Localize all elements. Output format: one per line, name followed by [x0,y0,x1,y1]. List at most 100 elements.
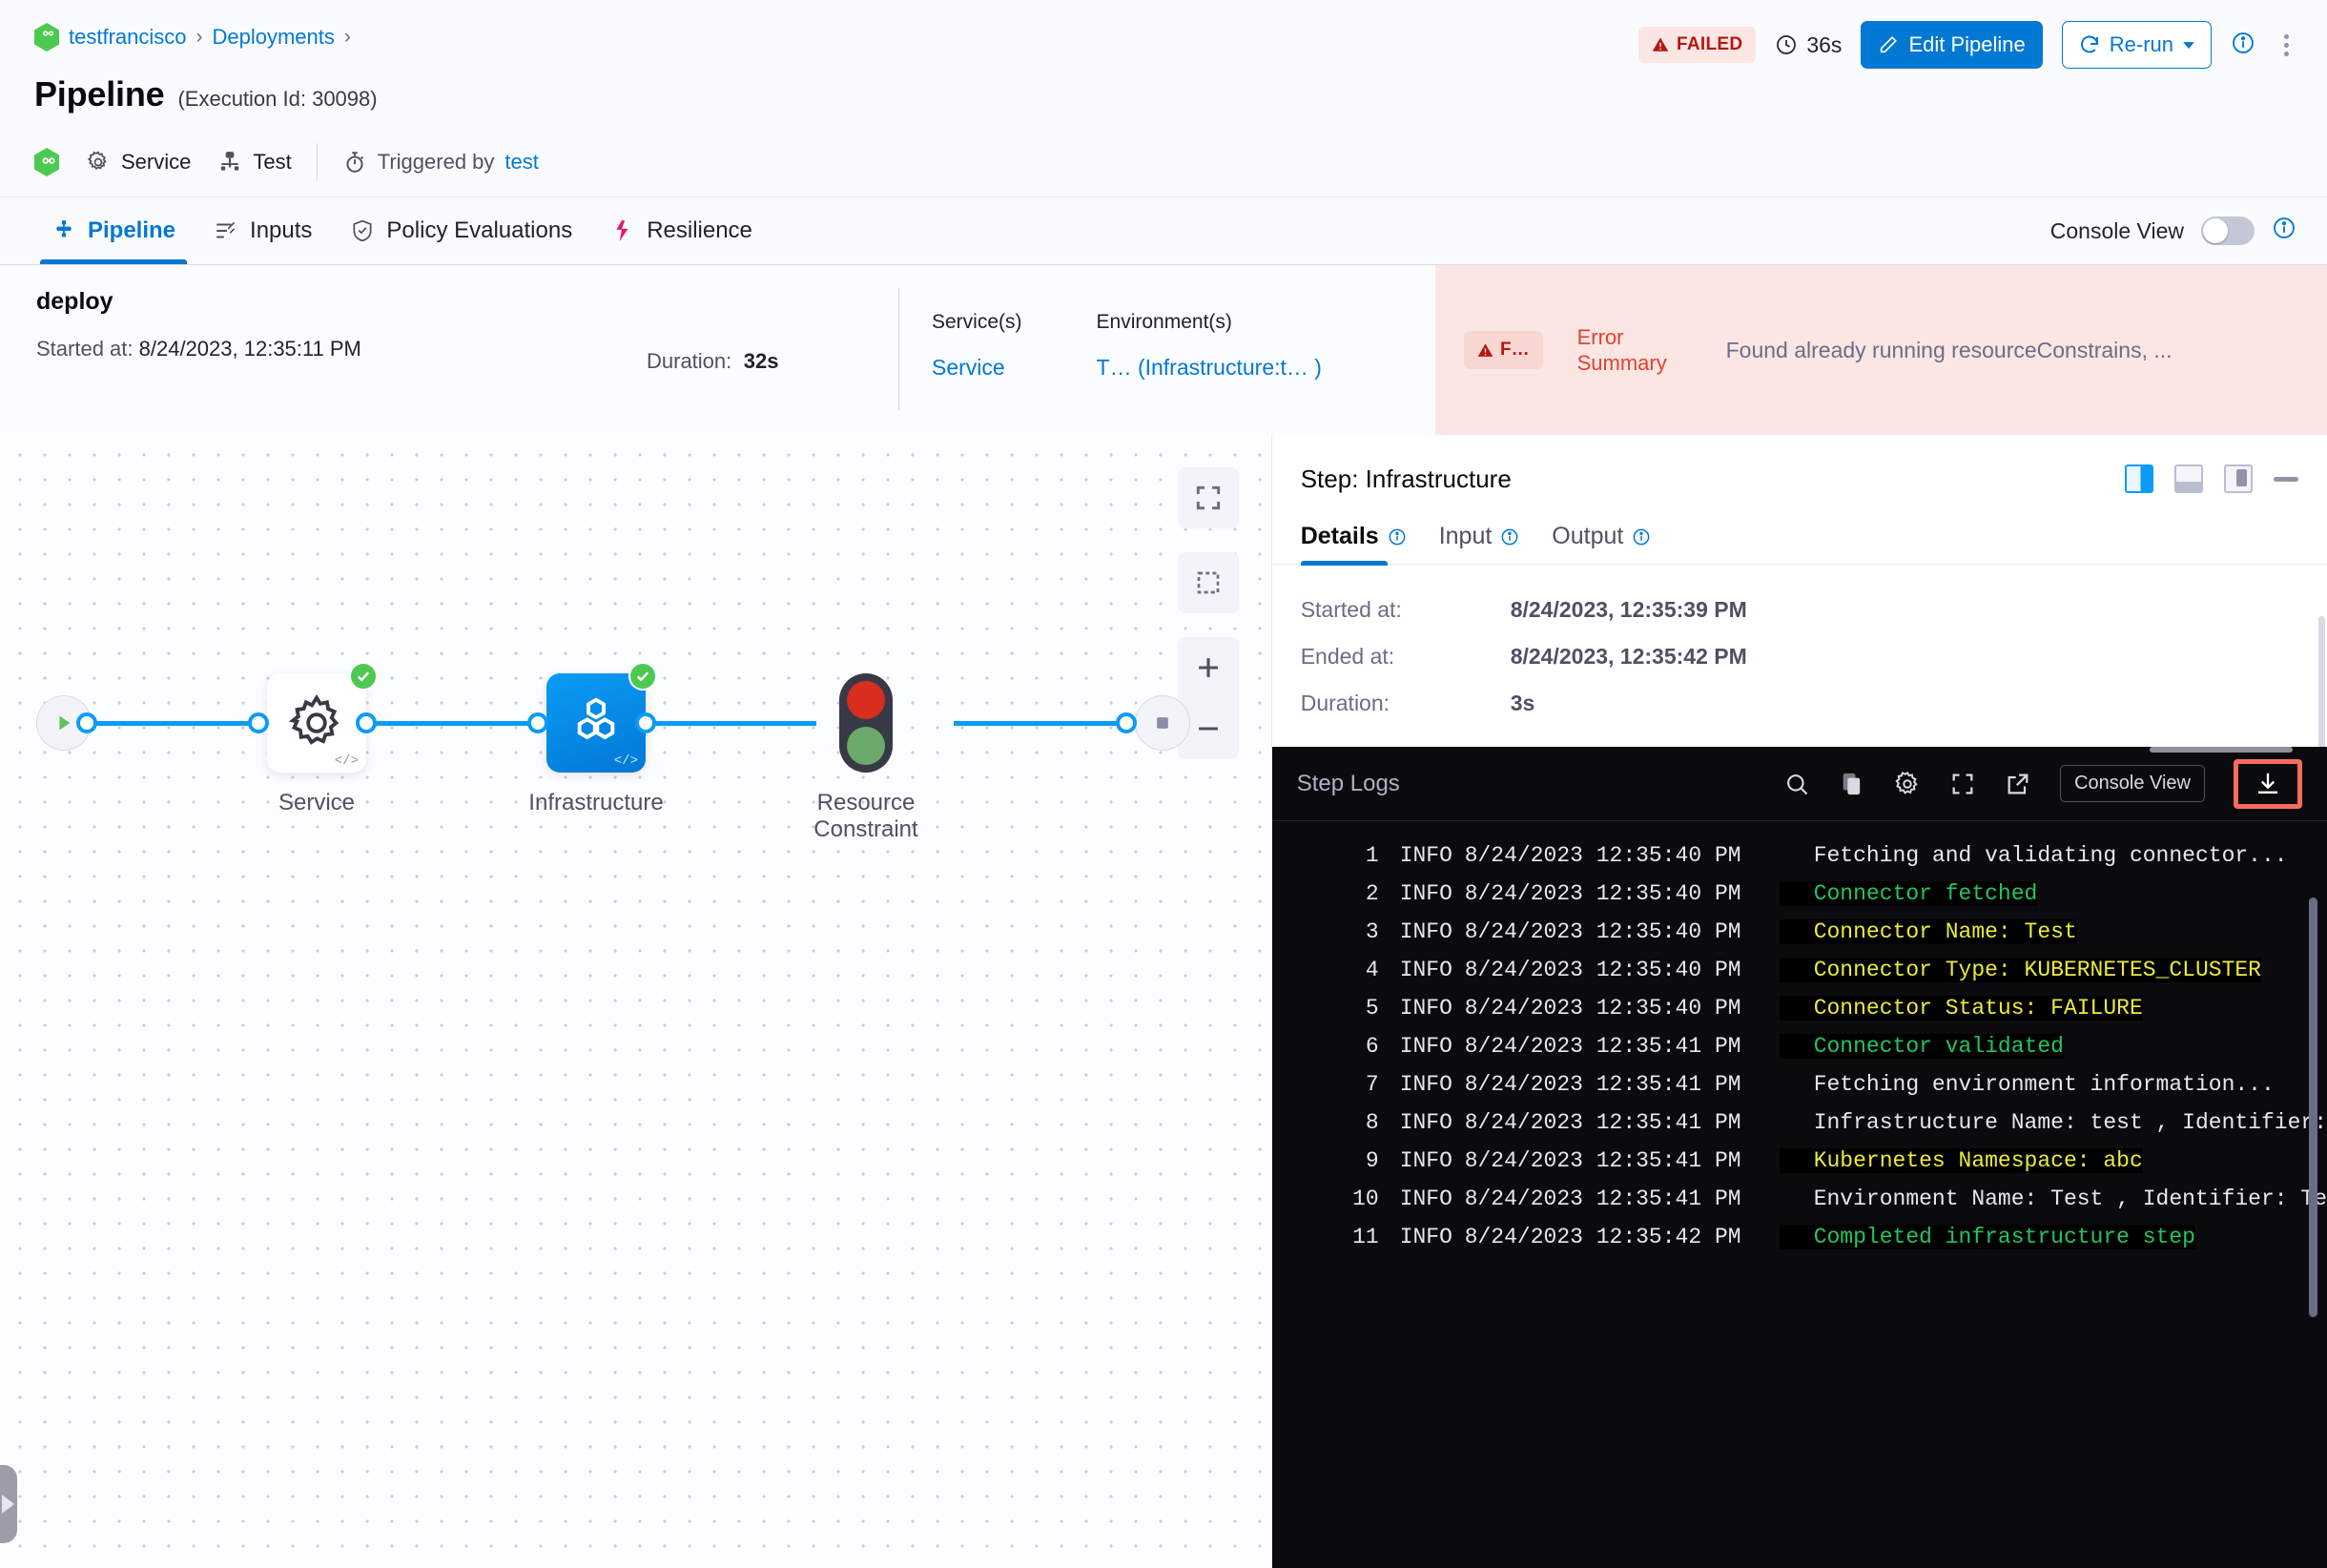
detail-label-started: Started at: [1300,597,1402,622]
graph-edge [954,721,1125,726]
search-icon[interactable] [1783,771,1810,797]
infrastructure-icon [221,152,239,171]
canvas-controls [1177,467,1239,759]
tab-resilience[interactable]: Resilience [591,197,772,264]
log-level: INFO [1399,881,1452,906]
log-timestamp: 8/24/2023 12:35:41 PM [1464,1186,1741,1211]
rerun-button[interactable]: Re-run [2061,21,2212,69]
log-level: INFO [1399,1225,1452,1249]
log-level: INFO [1399,1186,1452,1211]
stage-error-panel: F… Error Summary Found already running r… [1435,265,2327,435]
breadcrumb-item-org[interactable]: testfrancisco [69,25,187,49]
edit-pipeline-label: Edit Pipeline [1908,32,2026,56]
inputs-icon [216,221,236,238]
node-code-glyph: </> [334,753,359,769]
logs-horizontal-scrollbar[interactable] [2150,747,2293,753]
graph-end-node[interactable] [1135,695,1190,751]
zoom-out-button[interactable] [1178,698,1239,759]
graph-node-label-resource-constraint: Resource Constraint [813,790,918,843]
graph-node-resource-constraint[interactable] [839,673,893,773]
graph-node-service[interactable]: </> [267,662,378,773]
fit-screen-button[interactable] [1177,467,1239,528]
open-external-icon[interactable] [2005,771,2031,797]
logs-console-view-button[interactable]: Console View [2060,765,2205,802]
log-line-number: 4 [1365,958,1379,982]
services-value[interactable]: Service [932,355,1005,380]
log-message: Kubernetes Namespace: abc [1779,1148,2143,1173]
console-view-info-icon[interactable] [2272,216,2296,246]
tab-resilience-label: Resilience [647,217,752,243]
log-line-number: 1 [1365,843,1379,868]
graph-edge [365,721,537,726]
panel-right-icon[interactable] [2125,464,2153,493]
download-logs-button[interactable] [2234,758,2302,809]
tab-inputs[interactable]: Inputs [195,197,331,264]
more-options-button[interactable] [2275,29,2298,62]
zoom-in-button[interactable] [1178,637,1239,698]
select-area-icon [1197,571,1220,594]
console-view-switch[interactable] [2201,217,2255,245]
tab-policy-evaluations[interactable]: Policy Evaluations [331,197,591,264]
log-timestamp: 8/24/2023 12:35:40 PM [1464,919,1741,944]
graph-node-infrastructure[interactable]: </> [546,662,657,773]
left-panel-expand-handle[interactable] [0,1465,17,1543]
detail-label-ended: Ended at: [1300,644,1395,669]
step-panel-scrollbar[interactable] [2318,616,2325,778]
gear-icon[interactable] [1894,771,1921,797]
detail-label-duration: Duration: [1300,691,1390,715]
detail-value-started: 8/24/2023, 12:35:39 PM [1510,597,1747,622]
tab-details[interactable]: Details [1300,523,1407,566]
log-level: INFO [1399,958,1452,982]
rerun-info-icon[interactable] [2231,31,2255,60]
tab-pipeline[interactable]: Pipeline [32,197,195,264]
graph-port [248,712,269,733]
fullscreen-icon[interactable] [1949,771,1976,797]
tab-output[interactable]: Output [1552,523,1651,564]
stage-started-value: 8/24/2023, 12:35:11 PM [138,337,361,361]
step-logs-tools: Console View [1783,758,2302,809]
header-actions: FAILED 36s Edit Pipeline Re-run [1637,21,2298,69]
warning-triangle-icon [1477,342,1493,357]
tab-input[interactable]: Input [1439,523,1520,564]
minimize-icon[interactable] [2274,476,2298,482]
copy-icon[interactable] [1839,771,1865,797]
main-body: </> Service </> Infrastructu [0,435,2327,1568]
pipeline-icon [56,220,72,237]
log-timestamp: 8/24/2023 12:35:41 PM [1464,1072,1741,1097]
graph-edge [645,721,816,726]
fit-screen-icon [1196,485,1220,510]
log-level: INFO [1399,1034,1452,1059]
tab-pipeline-label: Pipeline [88,217,176,243]
detail-row: Ended at: 8/24/2023, 12:35:42 PM [1301,644,2298,670]
stage-started-label: Started at: [36,337,134,361]
log-message: Connector validated [1779,1034,2064,1059]
logs-vertical-scrollbar[interactable] [2309,897,2317,1317]
triggered-by-user[interactable]: test [505,150,539,174]
detail-value-duration: 3s [1510,691,1535,715]
log-line-number: 5 [1365,996,1379,1021]
environments-value[interactable]: T… (Infrastructure:t… ) [1096,355,1322,380]
services-label: Service(s) [932,311,1022,333]
breadcrumb-item-deployments[interactable]: Deployments [212,25,335,49]
log-message: Completed infrastructure step [1779,1225,2195,1249]
log-message: Connector Status: FAILURE [1779,996,2143,1021]
graph-port [356,712,377,733]
pencil-icon [1881,36,1898,53]
service-meta: Service [86,150,191,175]
detail-row: Started at: 8/24/2023, 12:35:39 PM [1301,597,2298,623]
environment-meta-label: Test [253,150,292,174]
pipeline-graph-canvas[interactable]: </> Service </> Infrastructu [0,435,1271,1568]
select-area-button[interactable] [1177,552,1239,613]
panel-bottom-icon[interactable] [2174,464,2203,493]
console-view-label: Console View [2049,217,2184,243]
panel-float-icon[interactable] [2224,464,2253,493]
edit-pipeline-button[interactable]: Edit Pipeline [1861,21,2043,69]
log-line-number: 9 [1365,1148,1379,1173]
step-panel-layout-controls [2125,464,2298,493]
